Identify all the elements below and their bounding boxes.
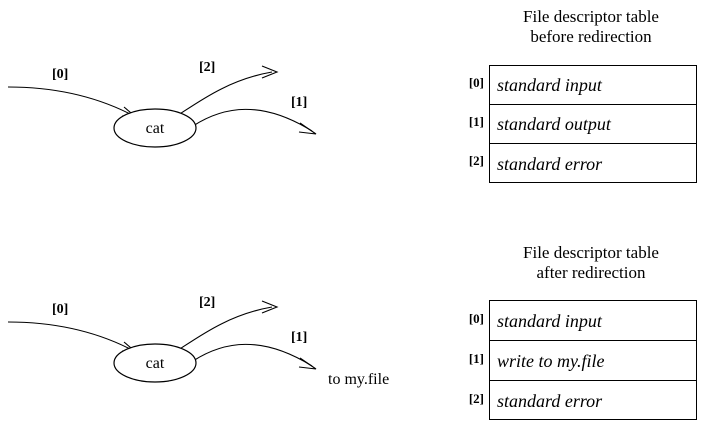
fd-table-before: standard input standard output standard … <box>489 65 697 183</box>
table-title-before: File descriptor table before redirection <box>478 7 704 46</box>
fd-label-stdin-top: [0] <box>52 67 69 82</box>
table-row: standard input <box>490 66 696 105</box>
table-row: standard error <box>490 381 696 421</box>
arrow-stderr-path-top <box>171 71 273 120</box>
process-label-bottom: cat <box>145 355 165 372</box>
arrow-stdout-head-top <box>298 122 317 135</box>
fd-label-stdin-bottom: [0] <box>52 302 69 317</box>
fd-label-stdout-top: [1] <box>291 95 308 110</box>
table-title-after-line2: after redirection <box>536 262 646 282</box>
table-title-after: File descriptor table after redirection <box>478 243 704 282</box>
table-row: write to my.file <box>490 341 696 381</box>
fd-value-2-before: standard error <box>497 153 603 174</box>
fd-label-stderr-top: [2] <box>199 60 216 75</box>
fd-index-1-after: [1] <box>468 351 484 366</box>
fd-value-1-after: write to my.file <box>497 350 605 371</box>
process-label-top: cat <box>145 120 165 137</box>
fd-index-0-before: [0] <box>468 75 484 90</box>
fd-index-1-before: [1] <box>468 114 484 129</box>
arrow-stdout-path-top <box>192 108 313 132</box>
fd-value-0-before: standard input <box>497 75 602 95</box>
arrow-stdin-path-bottom <box>7 321 135 352</box>
arrow-stdin-head-bottom <box>121 341 139 354</box>
fd-index-2-before: [2] <box>468 153 484 168</box>
arrow-stderr-head-bottom <box>261 300 279 314</box>
arrow-stderr-head-top <box>261 65 279 79</box>
fd-value-1-before: standard output <box>497 114 611 134</box>
arrow-stdout-head-bottom <box>298 357 317 370</box>
arrow-stdin-head-top <box>121 106 139 119</box>
arrow-stderr-path-bottom <box>171 306 273 355</box>
fd-value-2-after: standard error <box>497 391 603 411</box>
fd-label-stdout-bottom: [1] <box>291 330 308 345</box>
table-row: standard input <box>490 301 696 341</box>
fd-value-0-after: standard input <box>497 310 602 331</box>
table-title-before-line2: before redirection <box>530 26 652 46</box>
redirect-target-label: to my.file <box>328 371 390 388</box>
fd-label-stderr-bottom: [2] <box>199 295 216 310</box>
table-title-before-line1: File descriptor table <box>523 7 659 26</box>
arrow-stdin-path-top <box>7 86 135 117</box>
fd-index-2-after: [2] <box>468 391 484 406</box>
arrow-stdout-path-bottom <box>192 343 313 367</box>
table-row: standard error <box>490 144 696 183</box>
table-row: standard output <box>490 105 696 144</box>
table-title-after-line1: File descriptor table <box>523 243 659 262</box>
fd-index-0-after: [0] <box>468 311 484 326</box>
fd-table-after: standard input write to my.file standard… <box>489 300 697 420</box>
